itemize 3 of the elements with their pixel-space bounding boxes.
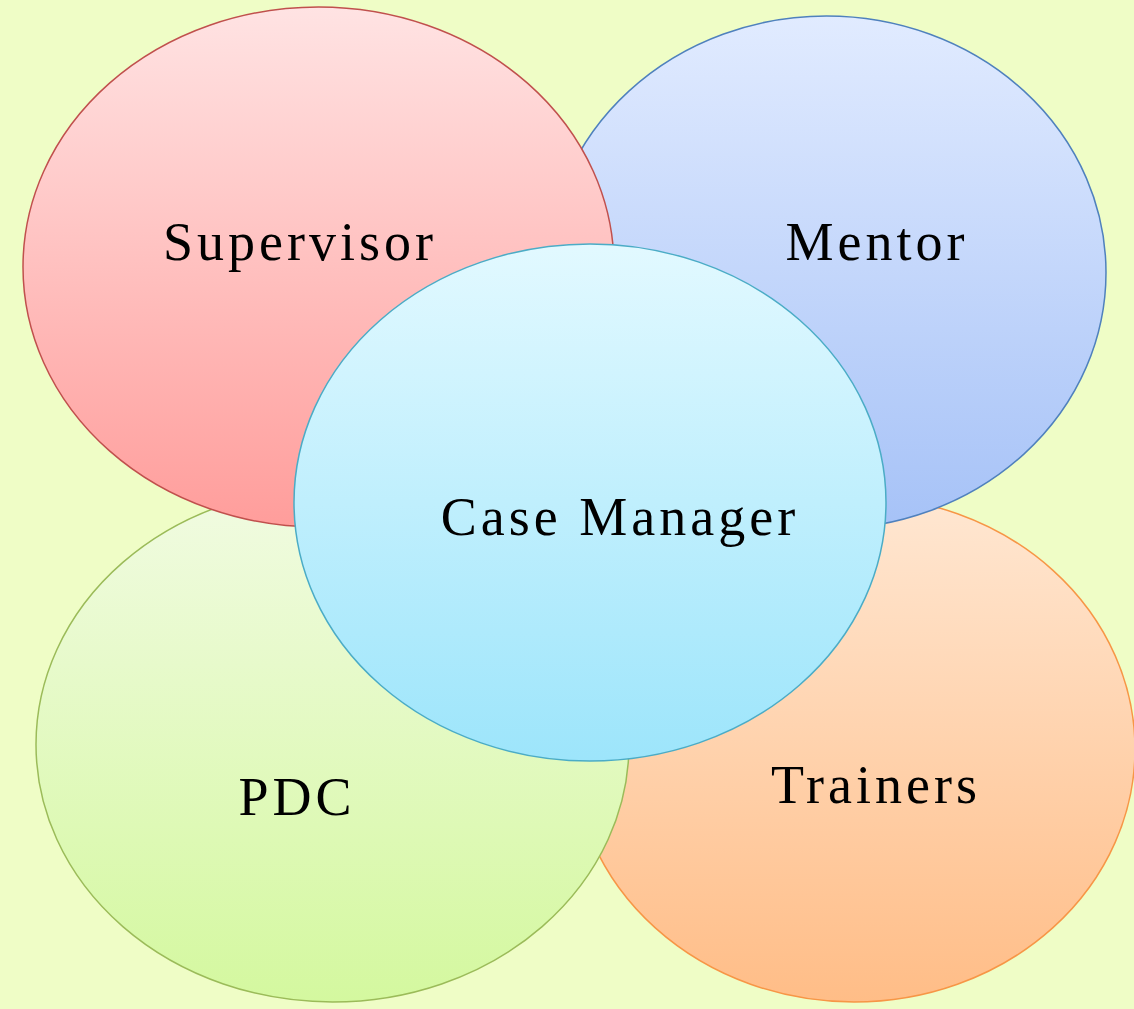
node-label: PDC	[238, 770, 356, 824]
node-label: Mentor	[785, 215, 969, 269]
node-label: Trainers	[771, 758, 981, 812]
